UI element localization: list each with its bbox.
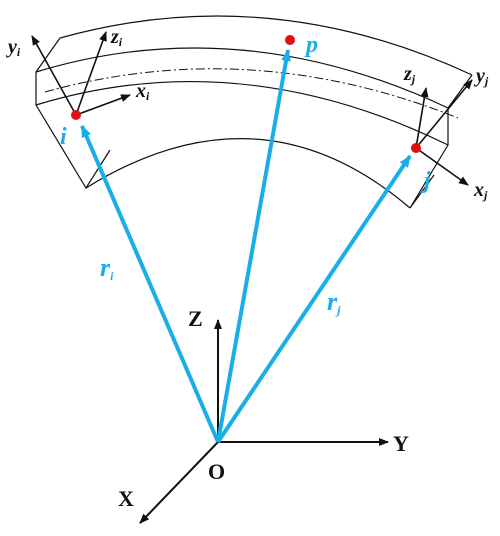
vector-r-i: [80, 125, 220, 443]
node-j-x-label: xj: [473, 179, 488, 202]
global-y-label: Y: [393, 431, 409, 456]
beam-left-end-face: [35, 37, 111, 190]
node-i-x-axis: [75, 94, 131, 116]
beam-bottom-arc: [85, 137, 411, 209]
global-x-axis: [139, 441, 219, 524]
global-axes: Z Y X O: [118, 306, 409, 524]
node-j-y-axis: [415, 79, 473, 149]
origin-label: O: [208, 459, 225, 484]
node-j-label: j: [420, 168, 431, 194]
node-i-y-label: yi: [6, 36, 21, 59]
node-j-z-axis: [415, 87, 429, 149]
node-j-frame: j xj yj zj: [403, 63, 489, 202]
vector-p: [216, 49, 291, 443]
node-i-point: [71, 110, 81, 120]
node-i-x-label: xi: [135, 80, 150, 103]
curved-beam: [35, 15, 473, 209]
node-j-point: [411, 143, 421, 153]
node-i-label: i: [60, 124, 67, 150]
point-p-label: p: [304, 32, 318, 58]
node-j-x-axis: [415, 147, 469, 186]
global-x-label: X: [118, 486, 134, 511]
beam-right-end-face: [409, 74, 473, 209]
position-vectors: ri rj: [80, 49, 412, 444]
point-p-group: p: [285, 32, 318, 58]
node-i-y-axis: [31, 35, 77, 116]
beam-top-front-arc: [35, 47, 449, 109]
beam-middle-arc: [35, 80, 449, 146]
vector-r-i-label: ri: [100, 253, 114, 283]
node-j-y-label: yj: [474, 65, 489, 88]
node-i-z-label: zi: [110, 26, 123, 49]
vector-r-j: [216, 154, 412, 444]
vector-r-j-label: rj: [327, 287, 341, 317]
beam-centerline: [44, 68, 459, 119]
node-i-z-axis: [75, 31, 107, 116]
global-z-label: Z: [188, 306, 203, 331]
node-j-z-label: zj: [403, 63, 416, 86]
node-i-frame: i xi yi zi: [6, 26, 150, 150]
point-p: [285, 35, 295, 45]
beam-outer-arc: [59, 15, 473, 76]
